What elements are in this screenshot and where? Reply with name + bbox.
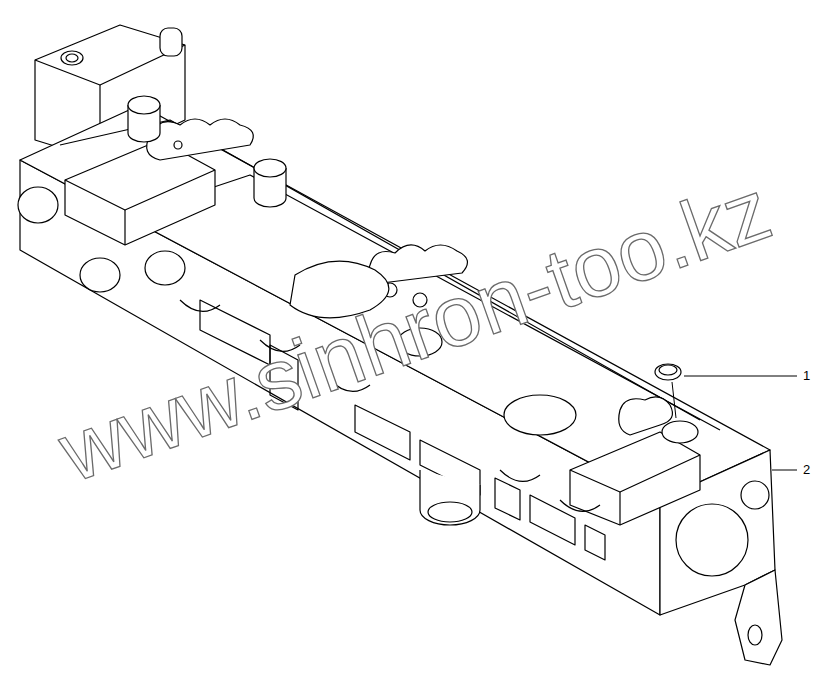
port-hole bbox=[504, 395, 576, 435]
bore bbox=[676, 504, 748, 576]
bottom-boss bbox=[420, 470, 480, 525]
leader-line bbox=[684, 376, 797, 377]
watermark-text: www.sinhron-too.kz bbox=[49, 163, 782, 497]
callout-number: 1 bbox=[803, 369, 810, 383]
side-plug bbox=[80, 258, 120, 292]
side-plug bbox=[18, 187, 58, 223]
leader-line bbox=[772, 470, 797, 471]
callout-number: 2 bbox=[803, 463, 810, 477]
mount-ear bbox=[735, 570, 782, 665]
port-hole bbox=[662, 421, 698, 443]
side-plug bbox=[145, 251, 185, 285]
lobed-plate bbox=[147, 119, 254, 160]
ring-seal bbox=[655, 364, 681, 380]
cover-pad bbox=[65, 140, 215, 245]
